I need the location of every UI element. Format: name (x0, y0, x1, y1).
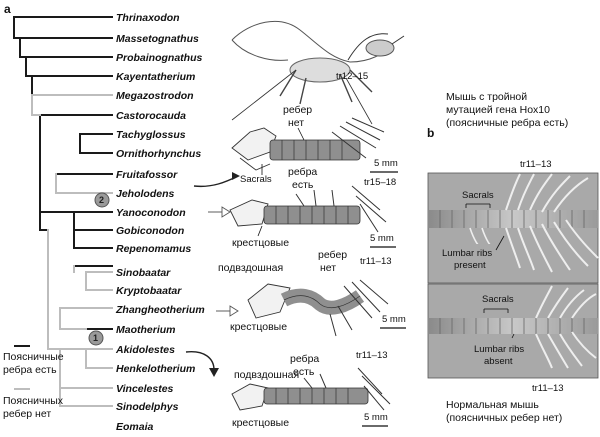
pointer-line (511, 333, 515, 339)
label-sacral-ru-2: крестцовые (230, 321, 287, 333)
taxon-label: Kayentatherium (116, 71, 195, 83)
label-sacral-ru: крестцовые (232, 237, 289, 249)
panel-b-sacrals-bottom: Sacrals (482, 294, 514, 305)
panel-b-caption-line2: (поясничных ребер нет) (446, 412, 562, 424)
taxon-label: Megazostrodon (116, 90, 194, 102)
taxon-label: Maotherium (116, 324, 176, 336)
label-ilium-ru: подвздошная (218, 262, 283, 274)
taxon-label: Sinodelphys (116, 401, 179, 413)
label-ribs-yes2-line1: ребра (290, 353, 319, 365)
bracket (483, 308, 509, 313)
label-sacral-ru-3: крестцовые (232, 417, 289, 429)
taxon-label: Tachyglossus (116, 129, 186, 141)
node-label: 2 (99, 195, 104, 205)
panel-b-title-line3: (поясничные ребра есть) (446, 117, 568, 129)
yanoconodon-vertebrae (229, 185, 387, 233)
legend-present-line2: ребра есть (3, 364, 57, 376)
label-backdrop (438, 244, 500, 272)
label-ilium-ru-2: подвздошная (234, 369, 299, 381)
taxon-label: Zhangheotherium (115, 304, 205, 316)
pointer-line (495, 235, 505, 251)
panel-b-lumbar-present-1: Lumbar ribs (442, 248, 492, 259)
akidolestes-vertebrae (231, 367, 391, 411)
label-tr11-13-b: tr11–13 (356, 350, 388, 361)
label-sacrals: Sacrals (240, 174, 272, 185)
bracket (465, 203, 491, 208)
scale-bar-3: 5 mm (380, 314, 406, 329)
legend-absent-line2: ребер нет (3, 408, 51, 420)
panel-b-tr-bottom: tr11–13 (532, 383, 564, 394)
label-tr15-18: tr15–18 (364, 177, 396, 188)
projection-line (231, 69, 373, 125)
taxon-label: Ornithorhynchus (116, 148, 201, 160)
scale-bar: 5 mm (370, 158, 398, 173)
panel-label-a: a (4, 2, 11, 16)
label-ribs-yes2-line2: есть (293, 366, 315, 378)
taxon-label: Thrinaxodon (116, 12, 180, 24)
panel-b-title-line2: мутацией гена Hox10 (446, 104, 550, 116)
taxon-label: Gobiconodon (116, 225, 184, 237)
label-ribs-yes-line1: ребра (288, 166, 317, 178)
jeholodens-skeleton-drawing (231, 20, 405, 105)
panel-b: Мышь с тройной мутацией гена Hox10 (пояс… (427, 91, 599, 424)
taxon-label: Akidolestes (115, 344, 175, 356)
taxon-label: Massetognathus (116, 33, 199, 45)
taxon-label: Jeholodens (116, 188, 175, 200)
scale-bar-4: 5 mm (362, 412, 388, 427)
arrowhead (232, 172, 240, 180)
taxon-label: Probainognathus (116, 52, 202, 64)
arrowhead (209, 368, 219, 377)
arrowhead (229, 305, 239, 317)
panel-b-lumbar-absent-1: Lumbar ribs (474, 344, 524, 355)
jeholodens-vertebrae (231, 117, 385, 171)
panel-b-caption-line1: Нормальная мышь (446, 399, 539, 411)
node-label: 1 (93, 333, 98, 343)
taxon-label: Yanoconodon (116, 207, 186, 219)
label-backdrop (470, 340, 532, 368)
taxon-label: Vincelestes (116, 383, 174, 395)
taxon-label: Eomaia (116, 421, 154, 433)
taxon-label: Kryptobaatar (116, 285, 182, 297)
legend-absent-line1: Поясничных (3, 395, 64, 407)
arrowhead (221, 206, 231, 218)
panel-b-lumbar-absent-2: absent (484, 356, 513, 367)
legend: Поясничные ребра есть Поясничных ребер н… (3, 345, 64, 420)
zhangheotherium-vertebrae (247, 279, 389, 337)
scale-bar-2: 5 mm (370, 233, 396, 248)
pointer-line (257, 225, 263, 237)
taxa-labels: Thrinaxodon Massetognathus Probainognath… (115, 12, 205, 433)
scale-label: 5 mm (382, 314, 406, 325)
taxon-label: Fruitafossor (116, 169, 178, 181)
label-ribs-yes-line2: есть (292, 179, 314, 191)
panel-label-b: b (427, 126, 434, 140)
phylogenetic-tree (13, 16, 113, 407)
node-marker-2: 2 (94, 192, 110, 208)
scale-label: 5 mm (370, 233, 394, 244)
scale-label: 5 mm (374, 158, 398, 169)
legend-present-line1: Поясничные (3, 351, 64, 363)
panel-b-lumbar-present-2: present (454, 260, 486, 271)
taxon-label: Sinobaatar (116, 267, 171, 279)
panel-b-sacrals-top: Sacrals (462, 190, 494, 201)
label-ribs-none2-line1: ребер (318, 249, 347, 261)
node-marker-1: 1 (88, 330, 104, 346)
panel-b-tr-top: tr11–13 (520, 159, 552, 170)
label-tr11-13: tr11–13 (360, 256, 392, 267)
label-ribs-none2-line2: нет (320, 262, 336, 274)
pointer-line (297, 127, 305, 141)
taxon-label: Castorocauda (116, 110, 186, 122)
taxon-label: Henkelotherium (116, 363, 195, 375)
scale-label: 5 mm (364, 412, 388, 423)
panel-b-title-line1: Мышь с тройной (446, 91, 527, 103)
label-tr12-15: tr12–15 (336, 71, 368, 82)
arrow-akidolestes (185, 351, 215, 371)
label-ribs-none-line1: ребер (283, 104, 312, 116)
label-ribs-none-line2: нет (288, 117, 304, 129)
arrow-jeholodens (193, 175, 239, 188)
taxon-label: Repenomamus (116, 243, 191, 255)
